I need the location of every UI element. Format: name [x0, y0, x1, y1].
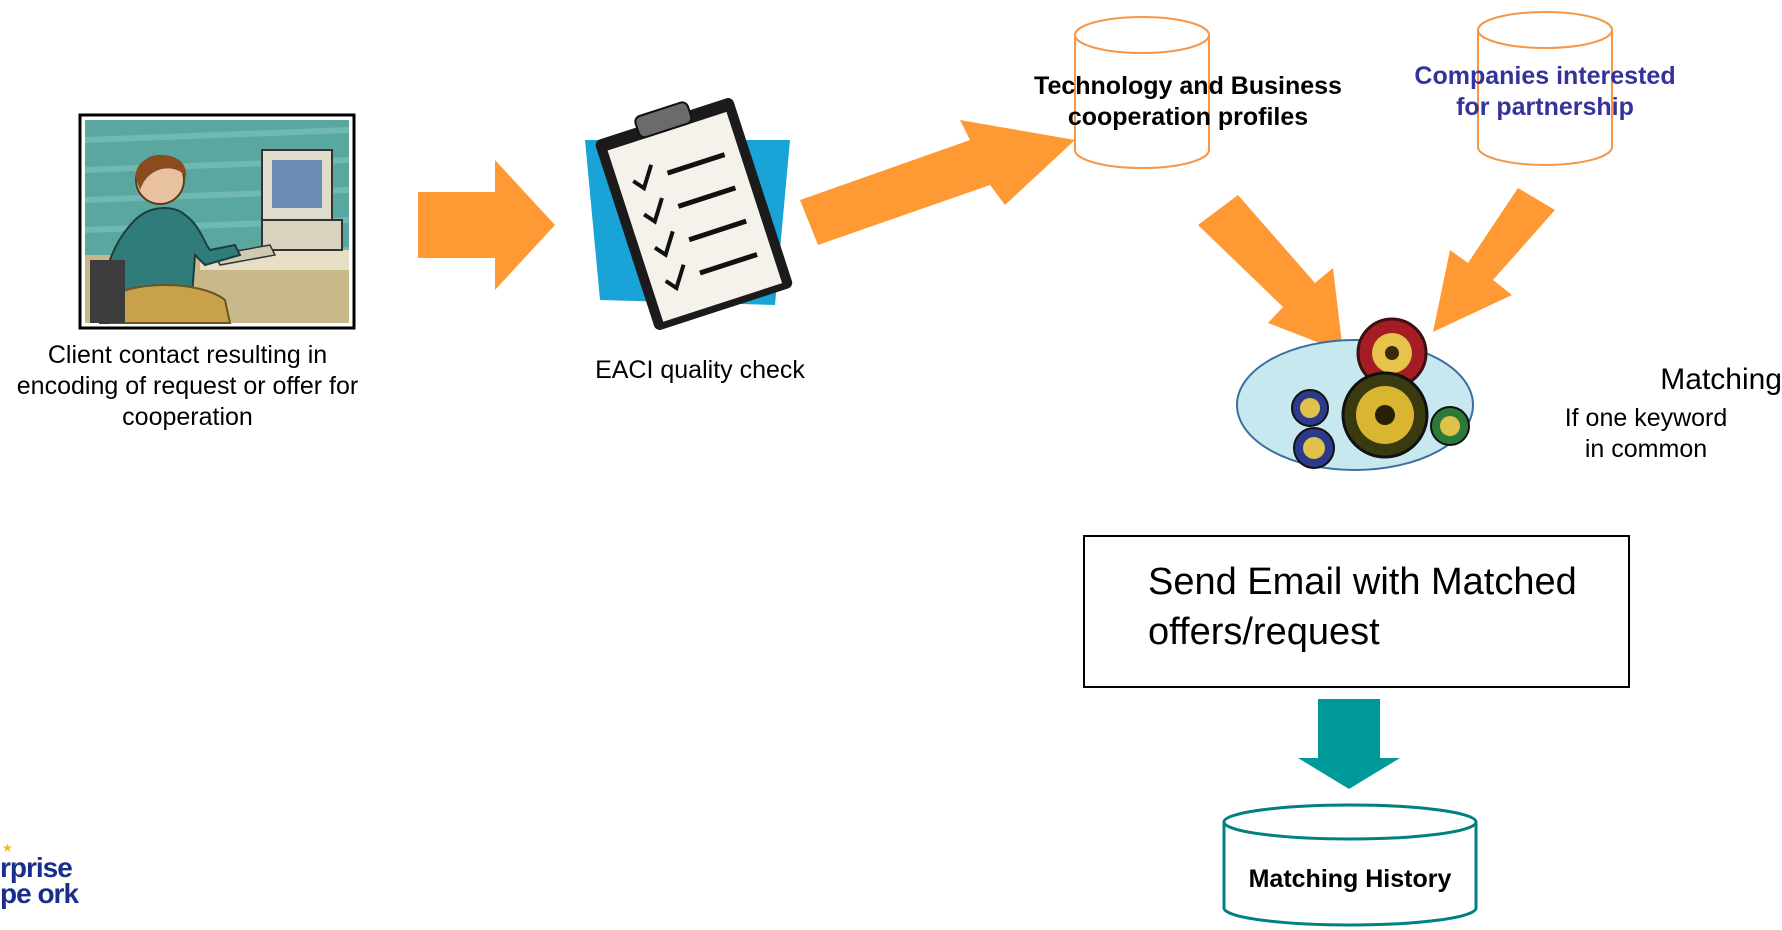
arrow-email-to-history: [1298, 699, 1400, 789]
profiles-database-cylinder: [1074, 16, 1210, 169]
arrow-companies-to-matching: [1433, 188, 1555, 332]
matching-gears-illustration: [1236, 317, 1474, 471]
companies-database-cylinder: [1477, 11, 1613, 166]
companies-db-label: Companies interested for partnership: [1414, 62, 1676, 121]
profiles-db-label: Technology and Business cooperation prof…: [1034, 72, 1342, 131]
svg-text:★: ★: [2, 841, 13, 855]
send-email-text: Send Email with Matched offers/request: [1148, 561, 1577, 653]
matching-rule: If one keyword in common: [1564, 404, 1728, 463]
arrow-profiles-to-matching: [1198, 195, 1343, 352]
enterprise-europe-network-logo: rprise pe ork: [0, 852, 79, 909]
history-db-label: Matching History: [1248, 865, 1452, 893]
logo-stars-icon: ★: [2, 841, 13, 855]
matching-title: Matching: [1660, 363, 1782, 396]
send-email-box: Send Email with Matched offers/request: [1083, 535, 1630, 688]
quality-check-caption: EACI quality check: [595, 356, 805, 384]
arrow-quality-to-profiles: [800, 120, 1075, 245]
client-computer-illustration: [78, 113, 356, 330]
client-caption: Client contact resulting in encoding of …: [16, 341, 359, 431]
arrow-client-to-quality: [418, 160, 555, 290]
history-database-cylinder: [1222, 803, 1478, 927]
clipboard-illustration: [585, 98, 793, 330]
